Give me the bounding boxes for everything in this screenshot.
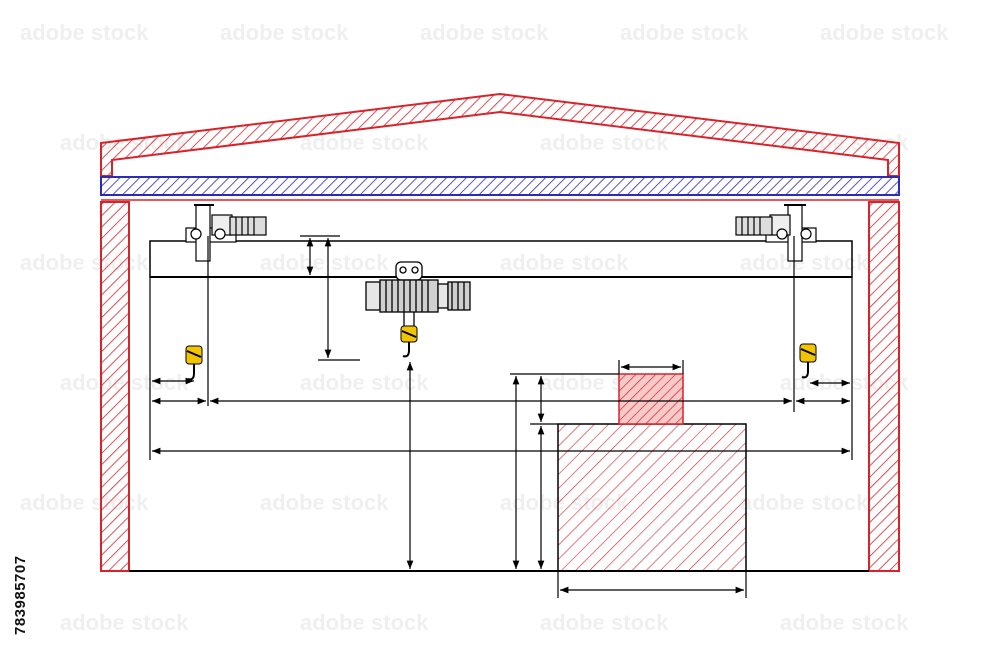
svg-text:adobe stock: adobe stock (260, 250, 389, 275)
svg-text:adobe stock: adobe stock (540, 610, 669, 635)
svg-text:adobe stock: adobe stock (740, 250, 869, 275)
svg-text:adobe stock: adobe stock (820, 20, 949, 45)
svg-text:adobe stock: adobe stock (500, 250, 629, 275)
runway-beam (100, 176, 900, 201)
right-wall (868, 201, 900, 572)
right-hook-icon (799, 343, 817, 379)
svg-text:adobe stock: adobe stock (540, 130, 669, 155)
dimension-lines (149, 235, 853, 598)
right-end-carriage (735, 204, 817, 262)
svg-text:adobe stock: adobe stock (420, 20, 549, 45)
large-load (557, 423, 747, 572)
svg-text:adobe stock: adobe stock (620, 20, 749, 45)
svg-text:adobe stock: adobe stock (20, 20, 149, 45)
left-hook-icon (185, 345, 203, 381)
bridge-girder (149, 240, 853, 278)
watermark: adobe stock adobe stock adobe stock adobe s… (20, 20, 949, 635)
left-end-carriage (185, 204, 267, 262)
main-hook-icon (400, 325, 418, 358)
stock-image-id: 783985707 (12, 555, 29, 635)
small-load (618, 373, 684, 425)
svg-text:adobe stock: adobe stock (740, 490, 869, 515)
svg-text:adobe stock: adobe stock (780, 610, 909, 635)
svg-text:adobe stock: adobe stock (260, 490, 389, 515)
svg-text:adobe stock: adobe stock (60, 610, 189, 635)
svg-text:adobe stock: adobe stock (220, 20, 349, 45)
svg-text:adobe stock: adobe stock (300, 610, 429, 635)
left-wall (100, 201, 130, 572)
roof (100, 92, 900, 177)
electric-hoist (365, 261, 471, 326)
